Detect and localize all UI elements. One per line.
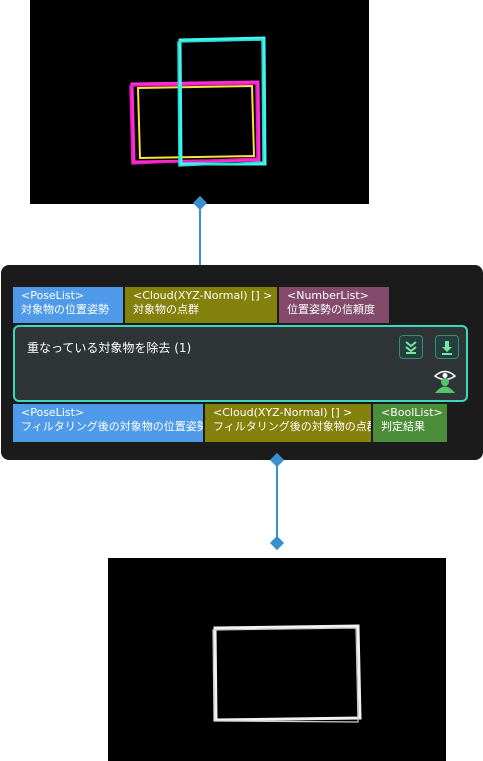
port-label: 判定結果 bbox=[381, 420, 425, 433]
connection-line bbox=[276, 465, 278, 541]
port-type: <PoseList> bbox=[21, 289, 85, 302]
input-point-cloud-render bbox=[129, 36, 267, 167]
port-label: フィルタリング後の対象物の点群 bbox=[213, 420, 371, 433]
output-point-cloud-render bbox=[212, 624, 362, 723]
port-label: 位置姿勢の信頼度 bbox=[287, 303, 375, 316]
output-port-cloud[interactable]: <Cloud(XYZ-Normal) [] > フィルタリング後の対象物の点群 bbox=[205, 404, 371, 442]
input-port-poselist[interactable]: <PoseList> 対象物の位置姿勢 bbox=[13, 287, 123, 323]
download-button[interactable] bbox=[435, 335, 459, 359]
node-body[interactable]: 重なっている対象物を除去 (1) bbox=[13, 325, 468, 402]
input-port-anchor[interactable] bbox=[269, 535, 285, 551]
output-port-poselist[interactable]: <PoseList> フィルタリング後の対象物の位置姿勢 bbox=[13, 404, 203, 442]
port-label: フィルタリング後の対象物の位置姿勢 bbox=[21, 420, 203, 433]
port-type: <NumberList> bbox=[287, 289, 369, 302]
output-preview-image bbox=[108, 558, 446, 761]
port-type: <Cloud(XYZ-Normal) [] > bbox=[213, 406, 353, 419]
collapse-icon bbox=[405, 341, 417, 354]
collapse-button[interactable] bbox=[399, 335, 423, 359]
input-port-numberlist[interactable]: <NumberList> 位置姿勢の信頼度 bbox=[279, 287, 389, 323]
port-type: <BoolList> bbox=[381, 406, 443, 419]
input-preview-image bbox=[30, 0, 369, 204]
port-type: <PoseList> bbox=[21, 406, 85, 419]
port-label: 対象物の位置姿勢 bbox=[21, 303, 109, 316]
step-node[interactable]: <PoseList> 対象物の位置姿勢 <Cloud(XYZ-Normal) [… bbox=[1, 265, 483, 460]
node-title: 重なっている対象物を除去 (1) bbox=[27, 341, 192, 355]
connection-line bbox=[199, 208, 201, 294]
input-port-cloud[interactable]: <Cloud(XYZ-Normal) [] > 対象物の点群 bbox=[125, 287, 277, 323]
visibility-icon[interactable] bbox=[432, 369, 458, 393]
port-type: <Cloud(XYZ-Normal) [] > bbox=[133, 289, 273, 302]
download-icon bbox=[442, 341, 452, 355]
port-label: 対象物の点群 bbox=[133, 303, 199, 316]
output-port-boollist[interactable]: <BoolList> 判定結果 bbox=[373, 404, 447, 442]
